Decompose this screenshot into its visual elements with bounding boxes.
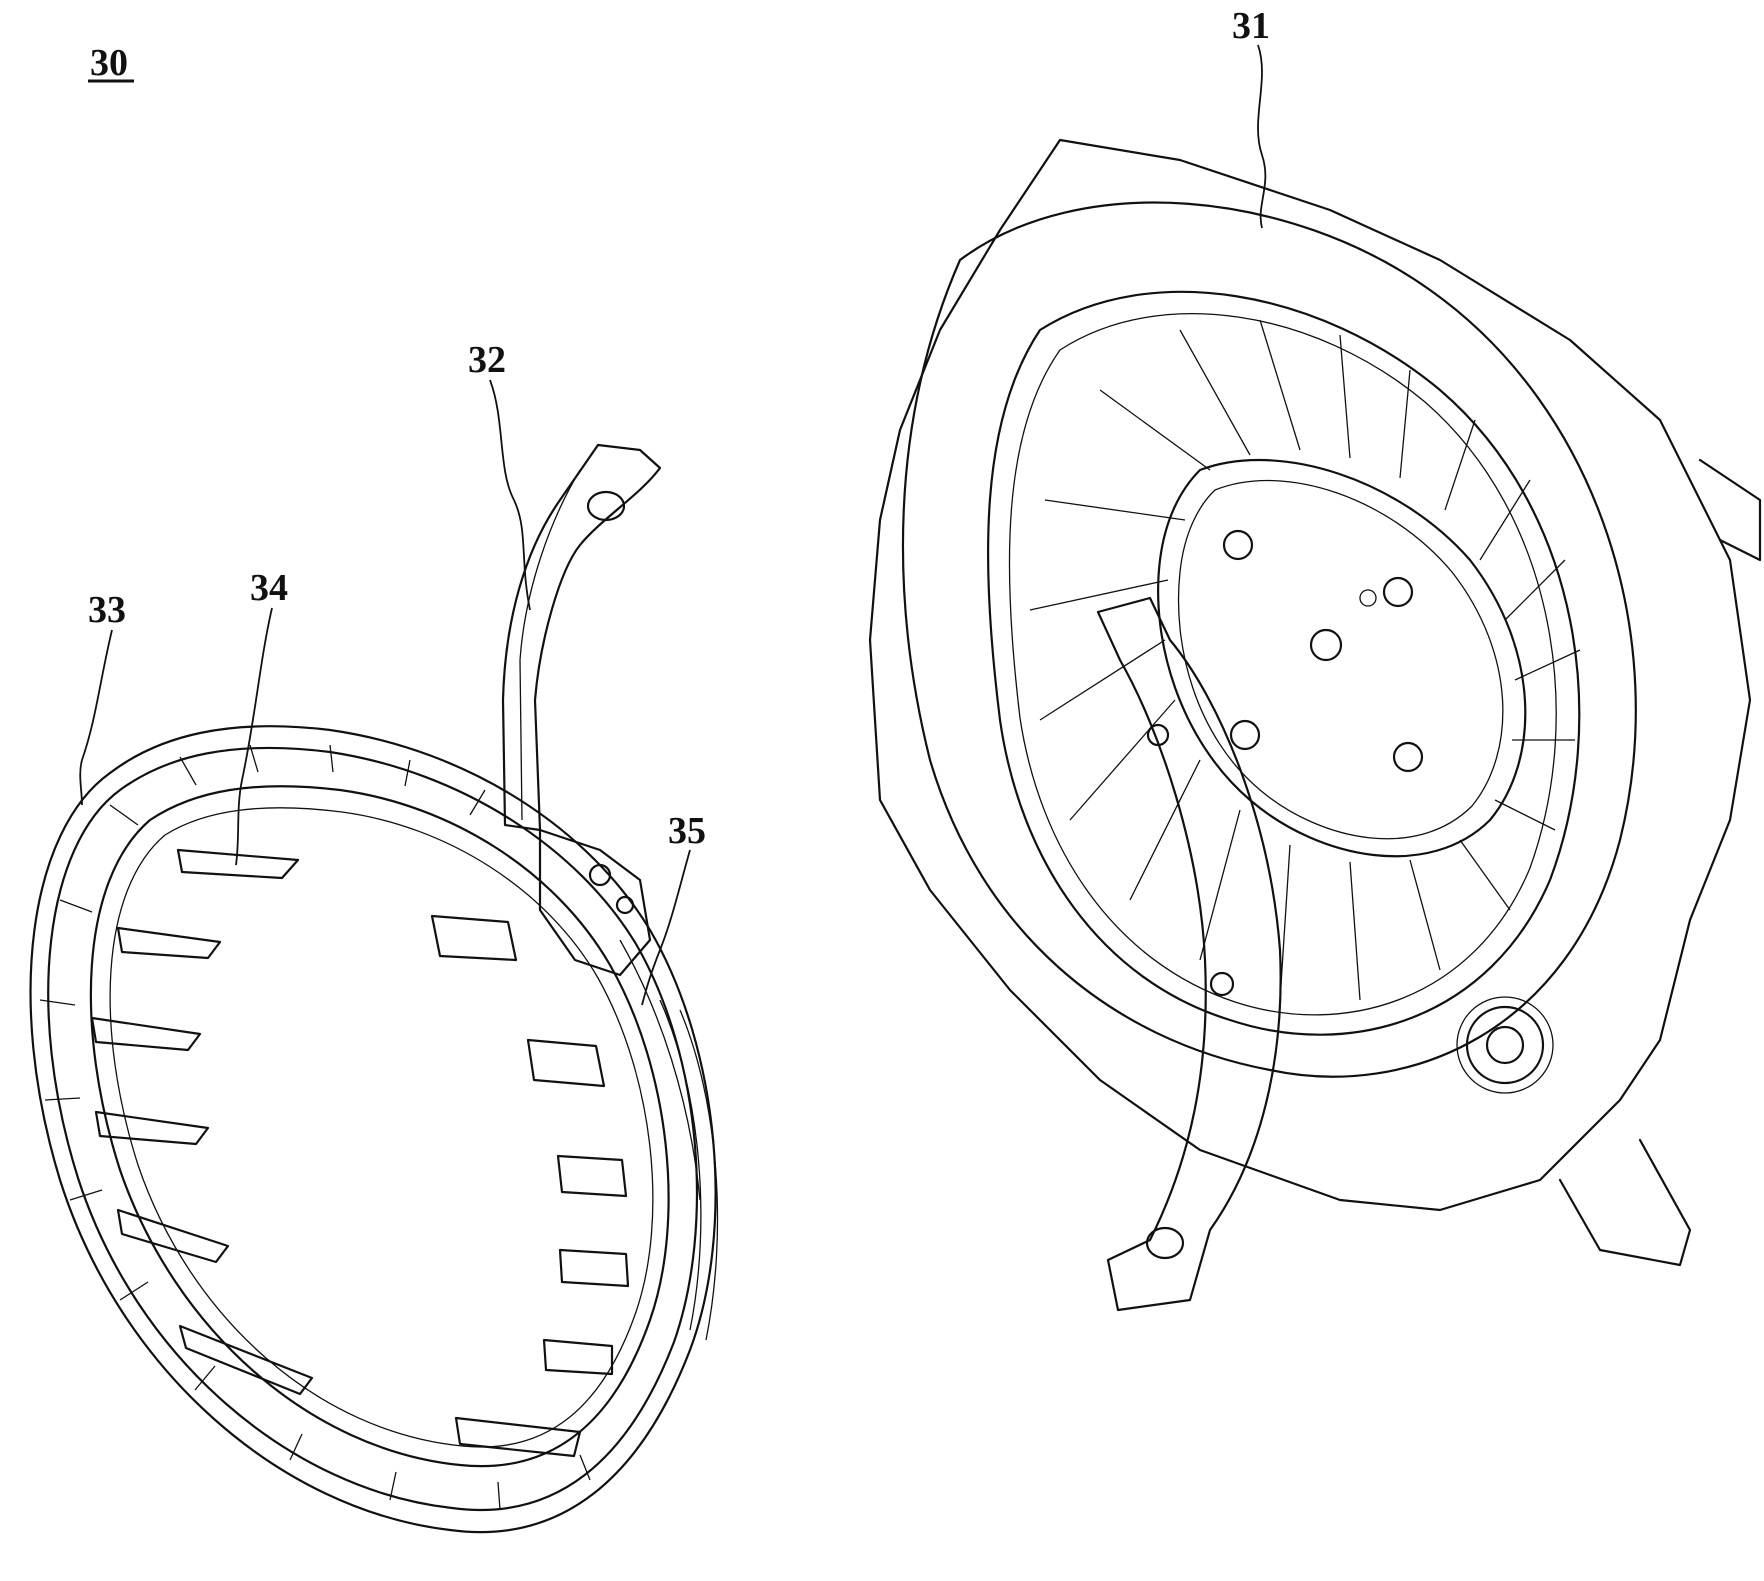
radial-fins bbox=[1029, 319, 1581, 1001]
drive-arm-32 bbox=[501, 443, 662, 832]
label-32: 32 bbox=[468, 339, 531, 611]
label-35-text: 35 bbox=[668, 810, 706, 852]
drive-gear bbox=[1456, 996, 1554, 1094]
drive-unit-35 bbox=[538, 828, 701, 1201]
label-35: 35 bbox=[641, 810, 706, 1006]
label-34: 34 bbox=[235, 567, 288, 866]
label-31: 31 bbox=[1232, 5, 1270, 229]
housing-31 bbox=[868, 138, 1762, 1267]
label-32-text: 32 bbox=[468, 339, 506, 381]
label-33: 33 bbox=[79, 589, 126, 806]
label-34-text: 34 bbox=[250, 567, 288, 609]
drive-arm-in-housing bbox=[1096, 596, 1282, 1312]
hub-bolts bbox=[1222, 529, 1424, 773]
assembly-reference-label: 30 bbox=[90, 42, 128, 84]
label-31-text: 31 bbox=[1232, 5, 1270, 47]
label-33-text: 33 bbox=[88, 589, 126, 631]
ring-assembly-33 bbox=[29, 725, 719, 1534]
